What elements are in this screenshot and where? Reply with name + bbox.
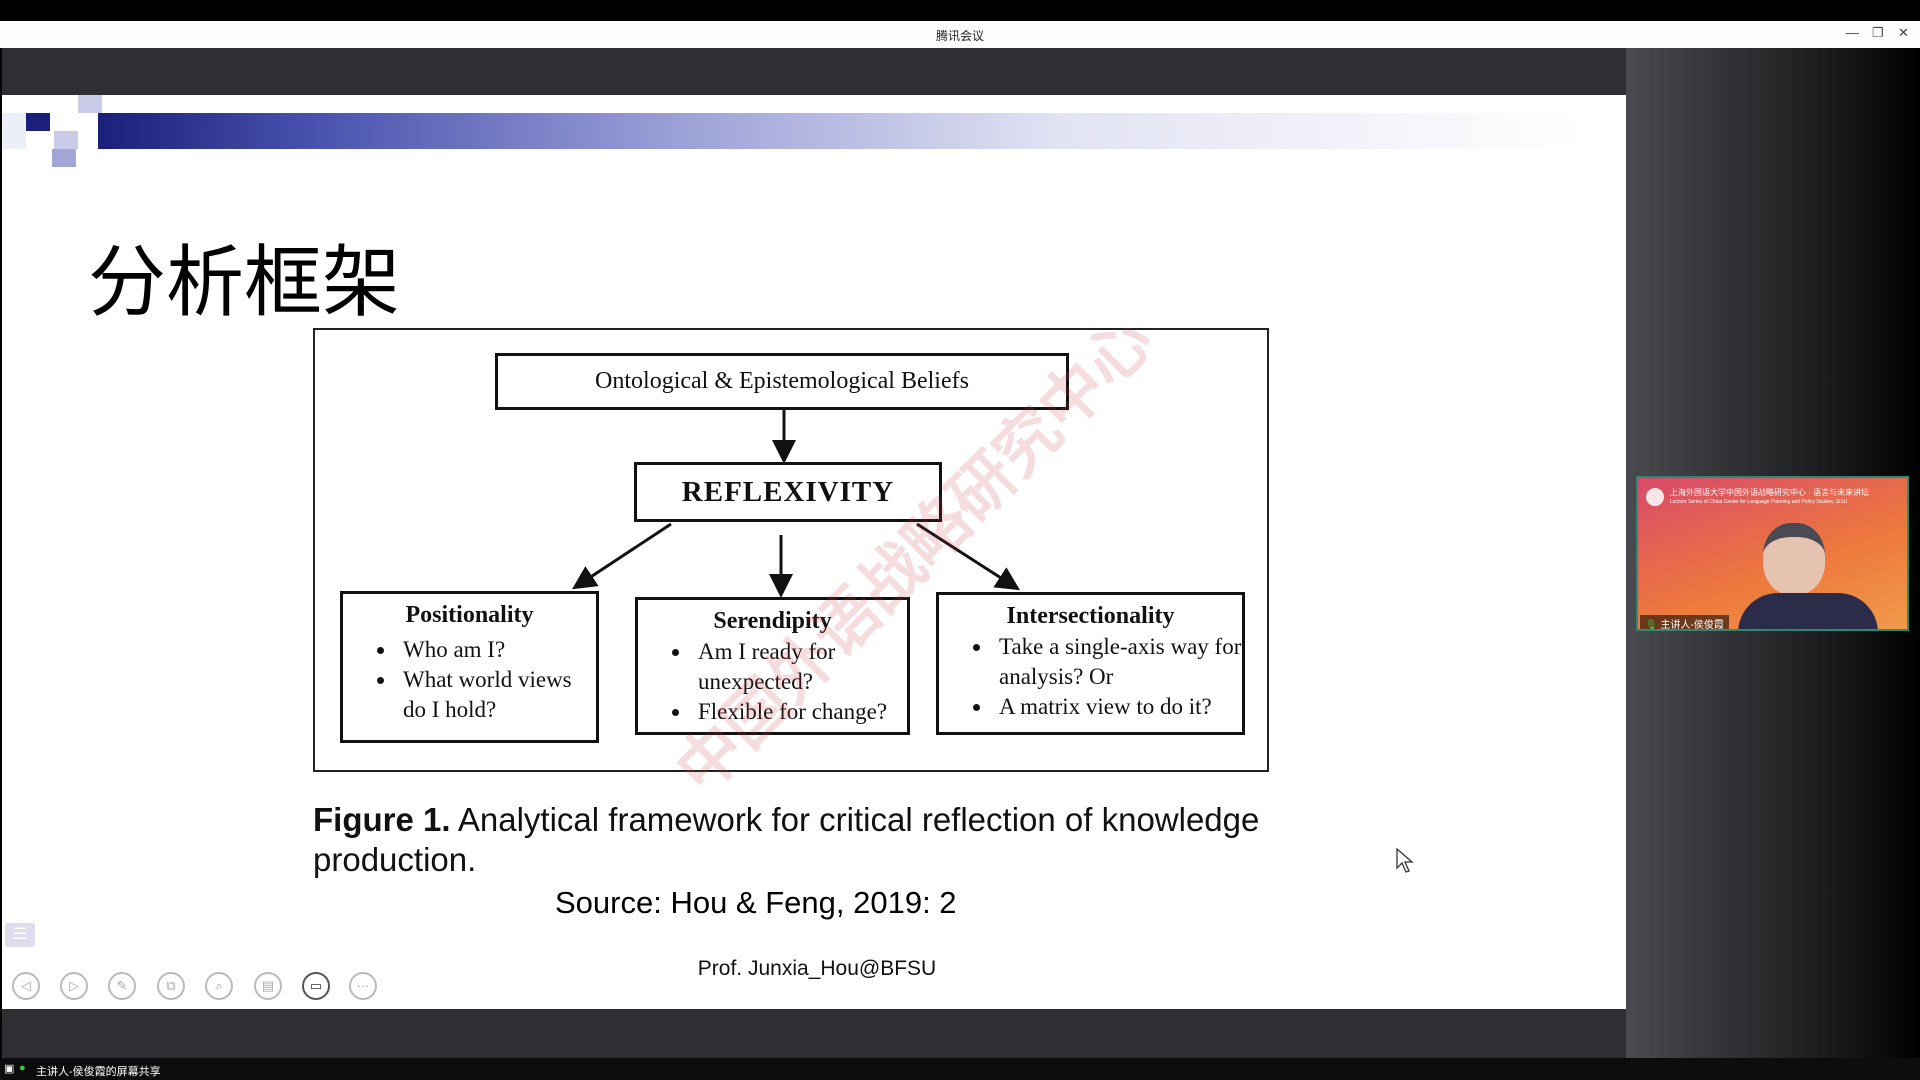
box-title: Intersectionality <box>1006 603 1175 629</box>
beliefs-box: Ontological & Epistemological Beliefs <box>495 353 1069 410</box>
decor-square <box>26 113 50 131</box>
bullet: What world views do I hold? <box>397 665 596 725</box>
share-icon: ▣ <box>4 1063 15 1075</box>
prev-icon[interactable]: ◁ <box>12 972 40 1000</box>
pen-icon[interactable]: ✎ <box>108 972 136 1000</box>
bullet: Flexible for change? <box>692 697 907 727</box>
mic-icon: 🎙 <box>1645 620 1658 631</box>
serendipity-box: Serendipity Am I ready for unexpected?Fl… <box>635 597 910 735</box>
diagram-arrows <box>571 410 1021 598</box>
sisu-logo <box>1646 488 1664 506</box>
box-title: Serendipity <box>713 608 832 634</box>
decor-square <box>54 131 78 149</box>
banner-cn: 上海外国语大学中国外语战略研究中心 · 语言与未来讲坛 <box>1670 488 1870 497</box>
slide-footer: Prof. Junxia_Hou@BFSU <box>697 957 937 980</box>
box-title: Positionality <box>405 602 534 628</box>
decor-square <box>52 149 76 167</box>
arrow <box>571 522 672 590</box>
top-bar <box>2 48 1626 95</box>
copy-icon[interactable]: ⧉ <box>157 972 185 1000</box>
speaker-face <box>1763 523 1825 595</box>
subtitle-icon[interactable]: ▤ <box>254 972 282 1000</box>
decor-square <box>78 95 102 113</box>
bullet: Who am I? <box>397 635 596 665</box>
caption-label: Figure 1. <box>313 801 451 838</box>
source-text: Source: Hou & Feng, 2019: 2 <box>555 885 957 920</box>
mic-icon: ● <box>19 1062 26 1074</box>
window-title: 腾讯会议 <box>935 29 984 43</box>
more-icon[interactable]: ··· <box>349 972 377 1000</box>
speaker-name: 主讲人-侯俊霞 <box>1660 620 1724 631</box>
close-button[interactable]: ✕ <box>1898 25 1909 40</box>
arrow <box>916 522 1021 591</box>
figure-caption: Figure 1. Analytical framework for criti… <box>313 800 1293 880</box>
camera-icon[interactable]: ▭ <box>302 972 330 1000</box>
slide-menu-icon[interactable]: ☰ <box>5 923 35 947</box>
header-gradient-bar <box>98 113 1582 149</box>
speaker-label: 🎙 主讲人-侯俊霞 <box>1640 615 1729 631</box>
zoom-icon[interactable]: ⌕ <box>205 972 233 1000</box>
speaker-body <box>1738 593 1878 629</box>
window-titlebar: 腾讯会议 — ❐ ✕ <box>0 21 1920 48</box>
slide-title: 分析框架 <box>88 238 401 328</box>
mouse-cursor-icon <box>1396 848 1414 873</box>
bullet: Am I ready for unexpected? <box>692 637 907 697</box>
status-bar: ▣ ● 主讲人-侯俊霞的屏幕共享 <box>0 1058 1920 1080</box>
speaker-video[interactable]: 上海外国语大学中国外语战略研究中心 · 语言与未来讲坛 Lecture Seri… <box>1636 476 1909 631</box>
next-icon[interactable]: ▷ <box>60 972 88 1000</box>
decor-square <box>2 113 26 149</box>
intersectionality-box: Intersectionality Take a single-axis way… <box>936 592 1245 735</box>
bullet: A matrix view to do it? <box>993 692 1242 722</box>
caption-text: Analytical framework for critical reflec… <box>313 801 1260 878</box>
framework-diagram: Ontological & Epistemological Beliefs RE… <box>313 328 1269 772</box>
shared-slide: 分析框架 Ontological & Epistemological Belie… <box>2 95 1626 1009</box>
bullet: Take a single-axis way for analysis? Or <box>993 632 1242 692</box>
share-label: 主讲人-侯俊霞的屏幕共享 <box>36 1066 161 1078</box>
minimize-button[interactable]: — <box>1846 25 1859 40</box>
positionality-box: Positionality Who am I?What world views … <box>340 591 599 743</box>
restore-button[interactable]: ❐ <box>1872 25 1884 40</box>
bottom-bar <box>2 1009 1626 1058</box>
banner-en: Lecture Series of China Center for Langu… <box>1670 499 1848 505</box>
